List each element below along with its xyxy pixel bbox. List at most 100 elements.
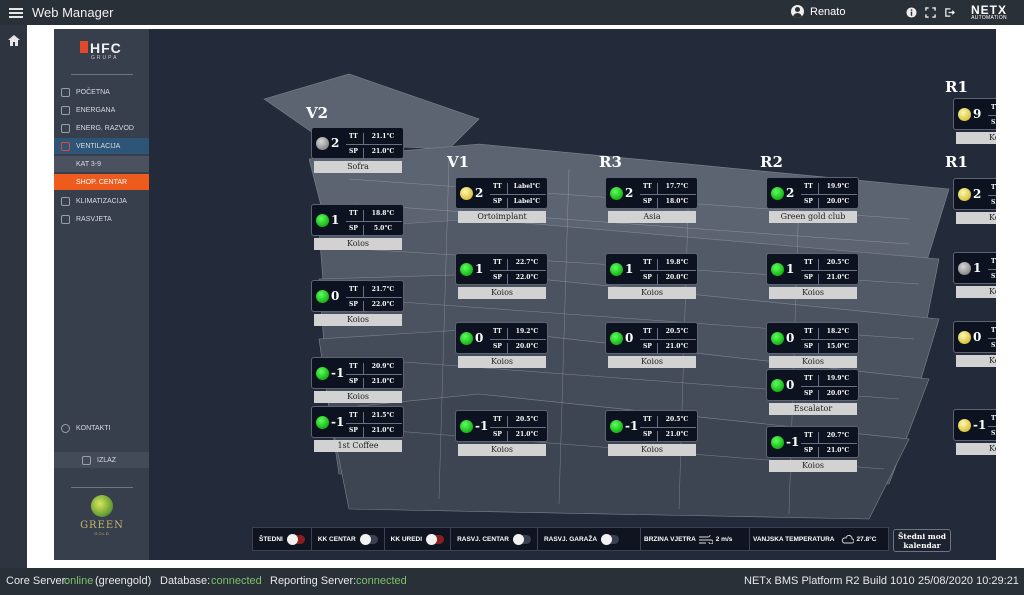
info-icon[interactable]	[906, 7, 917, 18]
user-menu[interactable]: Renato	[791, 5, 845, 18]
saving-mode-calendar-button[interactable]: Štedni mod kalendar	[893, 529, 951, 552]
nav-item-klimatizacija[interactable]: KLIMATIZACIJA	[54, 193, 149, 209]
nav-subitem-kat-3-9[interactable]: KAT 3-9	[54, 156, 149, 172]
unit-value: 2	[786, 186, 795, 200]
nav-item-energana[interactable]: ENERGANA	[54, 102, 149, 118]
energy-icon	[61, 105, 70, 115]
unit-caption: Asia	[608, 211, 696, 223]
switch[interactable]	[426, 533, 445, 545]
logout-icon[interactable]	[944, 7, 955, 18]
switch[interactable]	[512, 533, 531, 545]
toggle-kk-centar[interactable]: KK CENTAR	[312, 527, 385, 551]
toggle-rasvj-centar[interactable]: RASVJ. CENTAR	[451, 527, 538, 551]
switch[interactable]	[286, 533, 305, 545]
core-server-host: (greengold)	[95, 575, 152, 587]
section-label-r3: R3	[599, 153, 622, 171]
contacts-icon	[61, 423, 70, 433]
unit-value: 2	[625, 186, 634, 200]
user-avatar-icon	[791, 5, 804, 18]
nav-item-pocetna[interactable]: POČETNA	[54, 84, 149, 100]
nav-item-rasvjeta[interactable]: RASVJETA	[54, 211, 149, 227]
sp-label: SP	[349, 378, 358, 385]
toggle-stedni[interactable]: ŠTEDNI	[253, 527, 312, 551]
tt-value: 20.5°C	[818, 259, 857, 270]
tt-label: TT	[643, 416, 652, 423]
nav-item-ventilacija[interactable]: VENTILACIJA	[54, 138, 149, 154]
unit-caption: Koios	[956, 355, 996, 367]
sp-label: SP	[349, 427, 358, 434]
sp-label: SP	[349, 225, 358, 232]
unit-value: 0	[786, 331, 795, 345]
sp-label: SP	[493, 343, 502, 350]
unit-caption: Koios	[956, 443, 996, 455]
nav-subitem-shop-centar[interactable]: SHOP. CENTAR	[54, 174, 149, 190]
switch[interactable]	[601, 533, 620, 545]
sp-value: 18.0°C	[657, 198, 696, 209]
top-bar: Web Manager Renato NETX AUTOMATION	[0, 0, 1024, 25]
tt-label: TT	[991, 104, 996, 111]
wind-icon	[698, 534, 713, 544]
switch[interactable]	[359, 533, 378, 545]
status-led-icon	[316, 367, 329, 380]
exit-button[interactable]: IZLAZ	[54, 452, 149, 468]
tt-label: TT	[804, 183, 813, 190]
unit-caption: Koios	[608, 444, 696, 456]
toggle-kk-uredi[interactable]: KK UREDI	[385, 527, 452, 551]
nav-item-energ-razvod[interactable]: ENERG. RAZVOD	[54, 120, 149, 136]
hamburger-menu-icon[interactable]	[9, 7, 23, 18]
unit-value: 0	[625, 331, 634, 345]
sp-value: 21.0°C	[363, 148, 402, 159]
toggle-rasvj-garaza[interactable]: RASVJ. GARAŽA	[538, 527, 625, 551]
status-led-icon	[771, 263, 784, 276]
sp-value: 21.0°C	[363, 427, 402, 438]
section-label-r1-top: R1	[945, 78, 968, 96]
home-icon[interactable]	[8, 35, 20, 46]
sp-label: SP	[804, 447, 813, 454]
fullscreen-icon[interactable]	[925, 7, 936, 18]
nav-item-kontakti[interactable]: KONTAKTI	[54, 420, 149, 436]
